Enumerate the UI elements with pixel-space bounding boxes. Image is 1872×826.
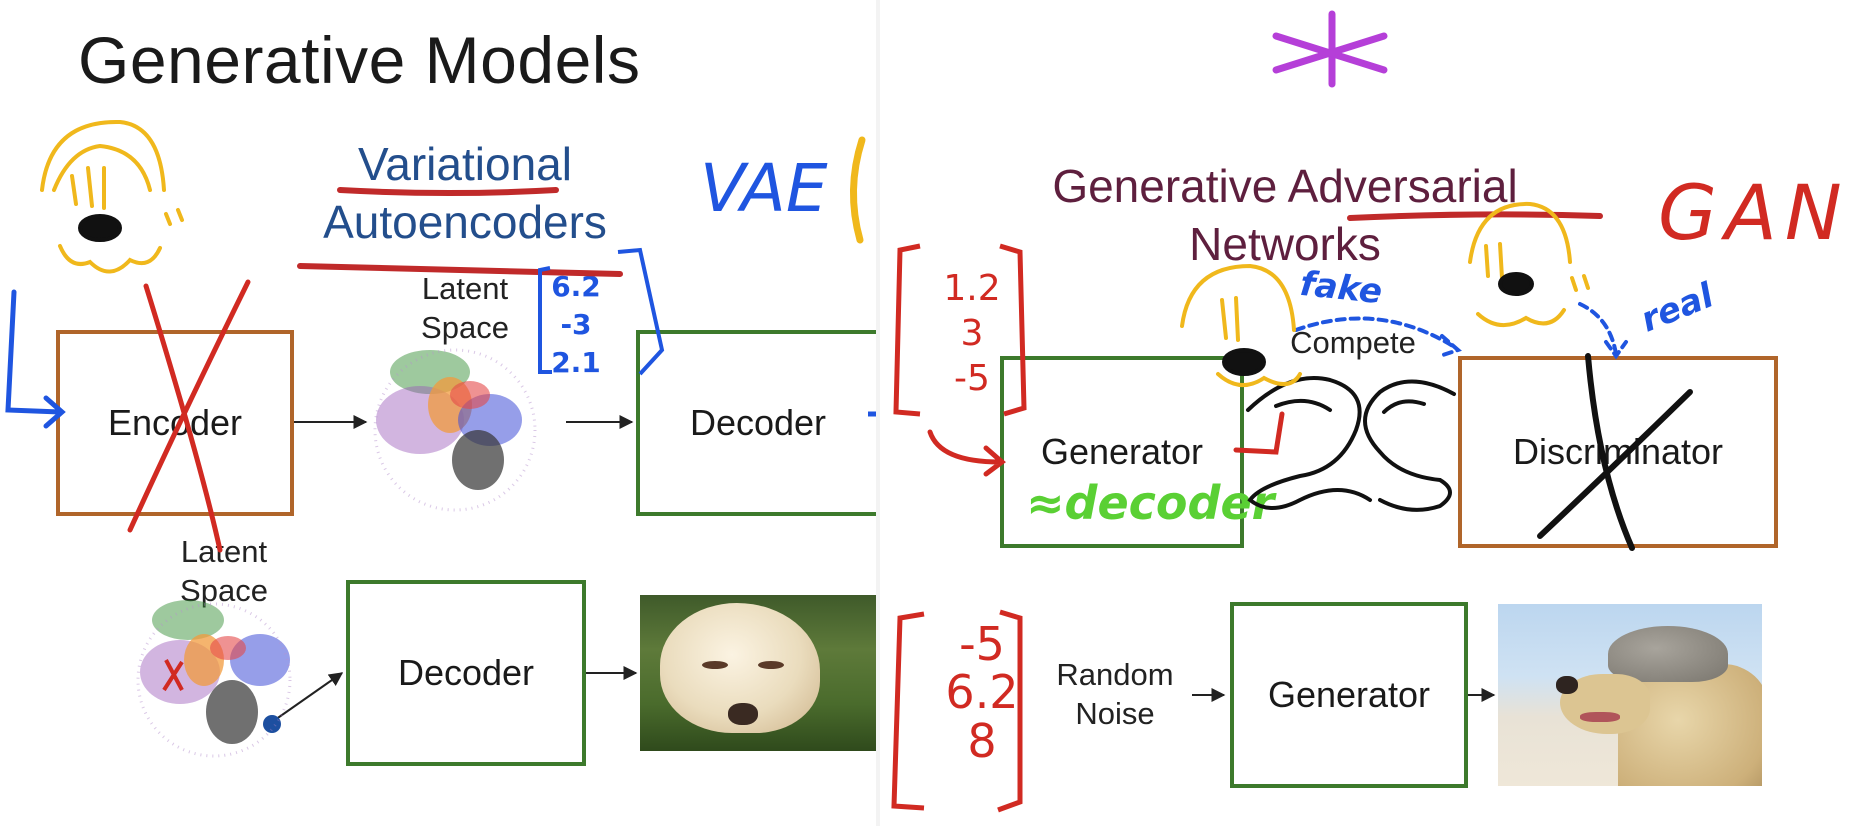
left-panel: Generative Models Variational Autoencode…	[0, 0, 876, 826]
red-generator-mark	[1233, 411, 1285, 455]
decoder-box: Decoder	[636, 330, 876, 516]
blue-input-arrow	[5, 289, 66, 429]
latent-space-label-bottom: Latent Space	[180, 534, 268, 608]
doodle-character-right	[1468, 201, 1590, 327]
dog-hat	[1608, 626, 1728, 682]
dog-nose	[728, 703, 758, 725]
purple-asterisk	[1272, 10, 1388, 88]
dog-hat-nose	[1556, 676, 1578, 694]
latent-scatter-bottom	[136, 600, 292, 758]
discriminator-cross-2	[1537, 389, 1693, 539]
latent-scatter-top	[373, 348, 537, 512]
fake-arrow	[1294, 316, 1462, 358]
vae-heading-line2: Autoencoders	[323, 195, 607, 248]
generator-box: Generator	[1000, 356, 1244, 548]
gan-vector-bracket-right	[999, 243, 1027, 417]
noise-vector-value-3: 8	[967, 713, 997, 768]
vae-heading: Variational Autoencoders	[300, 136, 630, 251]
latent-vector-value-3: 2.1	[551, 345, 601, 379]
latent-space-label-top: Latent Space	[421, 271, 509, 345]
random-noise-label: Random Noise	[1056, 657, 1174, 731]
doodle-character-left	[40, 119, 184, 274]
flexing-arms-doodle	[1246, 376, 1456, 512]
gan-vector-value-1: 1.2	[943, 268, 1001, 309]
gan-vector-value-3: -5	[954, 358, 990, 399]
gan-heading-line1: Generative Adversarial	[1052, 160, 1518, 212]
doodle-character-center	[1180, 263, 1302, 387]
adversarial-underline	[1347, 211, 1603, 221]
noise-vector: -5 6.2 8	[942, 620, 1022, 765]
discriminator-cross-1	[1585, 353, 1635, 551]
red-mark-bottom	[162, 659, 184, 692]
vae-underline-2	[297, 263, 623, 277]
gan-heading-line2: Networks	[1189, 217, 1381, 270]
arrow-latent-to-decoder-bottom	[271, 672, 344, 723]
latent-vector: 6.2 -3 2.1	[548, 268, 604, 381]
dog-eye-left	[702, 661, 728, 669]
page-title: Generative Models	[78, 23, 641, 97]
right-panel: Generative Adversarial Networks GAN 1.2 …	[880, 0, 1872, 826]
encoder-cross-2	[127, 279, 251, 533]
compete-label: Compete	[1290, 325, 1416, 360]
real-arrow	[1578, 302, 1628, 360]
vae-underline-1	[337, 187, 559, 196]
dog-photo-hat	[1498, 604, 1762, 786]
panel-divider	[876, 0, 880, 826]
vae-annotation: VAE	[700, 150, 828, 227]
gan-heading: Generative Adversarial Networks	[1050, 158, 1520, 273]
gan-vector-bracket-left	[893, 243, 921, 417]
generator-label: Generator	[1040, 431, 1204, 472]
decoder-label: Decoder	[689, 402, 827, 443]
vae-heading-line1: Variational	[358, 138, 572, 190]
decoder-note: ≈decoder	[1026, 476, 1275, 530]
sampled-point	[263, 715, 281, 733]
encoder-box: Encoder	[56, 330, 294, 516]
encoder-cross-1	[143, 283, 223, 553]
dog-tongue	[1580, 712, 1620, 722]
noise-vector-value-2: 6.2	[945, 665, 1019, 720]
gan-annotation: GAN	[1658, 168, 1850, 257]
yellow-arc-left	[849, 136, 866, 244]
generator-box-bottom: Generator	[1230, 602, 1468, 788]
generator-bottom-label: Generator	[1267, 674, 1431, 715]
latent-vector-bracket-left	[538, 266, 552, 374]
red-curl-arrow	[927, 429, 1006, 477]
dog-eye-right	[758, 661, 784, 669]
gan-input-vector: 1.2 3 -5	[942, 266, 1002, 401]
decoder-box-bottom: Decoder	[346, 580, 586, 766]
latent-vector-bracket-right	[617, 247, 665, 376]
gan-vector-value-2: 3	[960, 313, 984, 354]
noise-bracket-left	[891, 611, 925, 811]
noise-bracket-right	[997, 609, 1023, 813]
noise-vector-value-1: -5	[959, 617, 1005, 671]
dog-photo-lying	[640, 595, 876, 751]
decoder-bottom-label: Decoder	[397, 652, 535, 693]
latent-vector-value-2: -3	[560, 307, 592, 341]
